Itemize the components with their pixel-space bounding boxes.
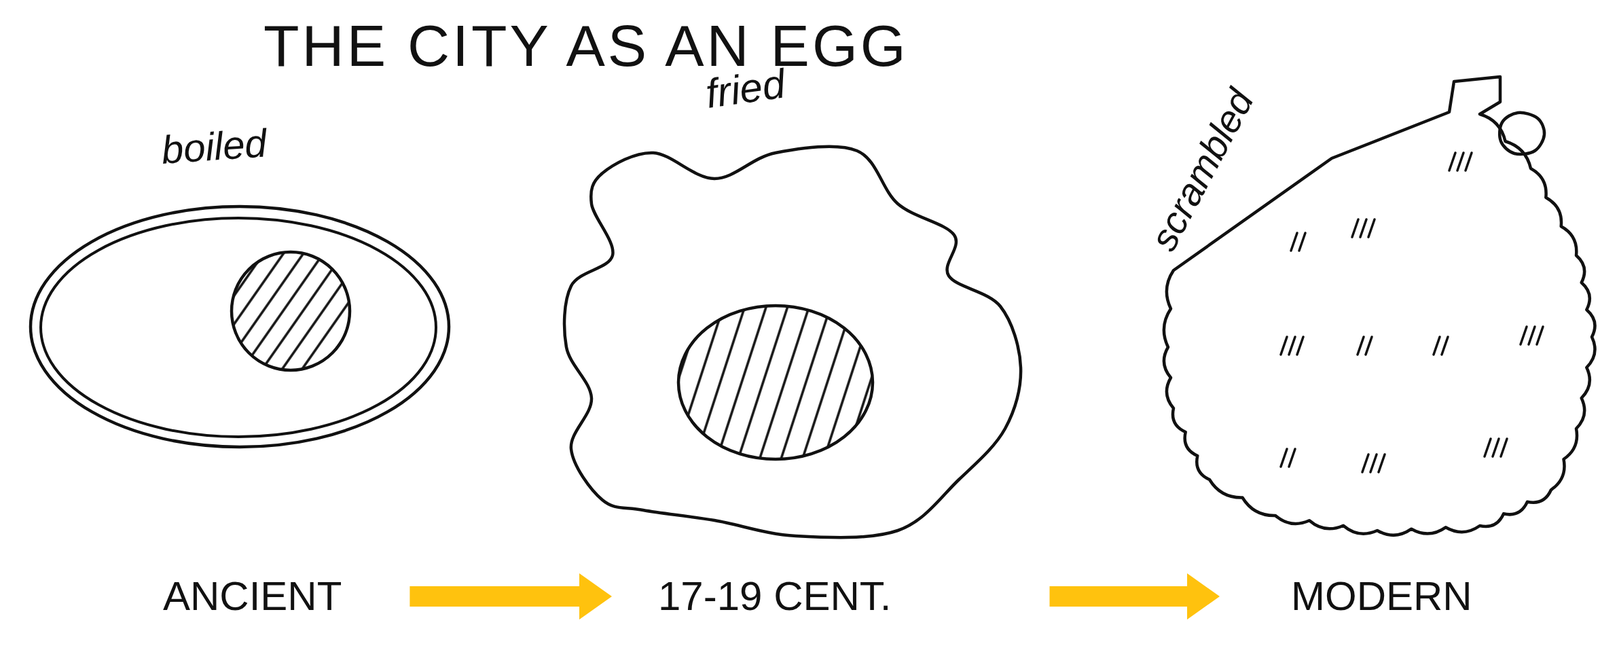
texture-stroke [1520, 326, 1527, 345]
era-label: 17-19 CENT. [658, 575, 892, 617]
texture-stroke [1280, 336, 1287, 355]
texture-stroke [1378, 454, 1385, 472]
texture-stroke [1441, 336, 1448, 355]
egg-yolk [678, 305, 873, 460]
texture-stroke [1288, 448, 1296, 467]
shape-label: scrambled [1144, 83, 1261, 257]
era-label: MODERN [1291, 575, 1473, 617]
egg-shape [553, 71, 1029, 632]
texture-stroke [1362, 454, 1369, 472]
texture-stroke [1360, 219, 1367, 238]
texture-stroke [1370, 454, 1377, 472]
texture-stroke [1299, 232, 1306, 251]
texture-stroke [1484, 438, 1491, 457]
texture-stroke [1288, 336, 1296, 355]
egg-node: boiledANCIENT [27, 122, 462, 632]
flow-arrow [409, 573, 612, 620]
texture-stroke [1528, 326, 1535, 345]
texture-stroke [1297, 336, 1304, 355]
era-label: ANCIENT [162, 575, 342, 617]
texture-stroke [1352, 219, 1359, 238]
texture-stroke [1280, 448, 1287, 467]
texture-stroke [1433, 336, 1440, 355]
texture-stroke [1536, 326, 1543, 345]
texture-stroke [1365, 336, 1372, 355]
texture-stroke [1449, 152, 1456, 171]
texture-stroke [1368, 219, 1375, 238]
egg-shape [27, 122, 462, 632]
texture-stroke [1291, 232, 1298, 251]
texture-stroke [1357, 336, 1364, 355]
shape-label: boiled [160, 122, 268, 170]
texture-stroke [1457, 152, 1464, 171]
texture-stroke [1465, 152, 1472, 171]
egg-white [564, 146, 1021, 538]
egg-shell-outer [30, 206, 449, 447]
texture-stroke [1500, 438, 1507, 457]
egg-node: fried17-19 CENT. [553, 71, 1029, 632]
shape-label: fried [703, 63, 788, 115]
scrambled-egg-fragment [1499, 112, 1545, 155]
texture-stroke [1492, 438, 1499, 457]
egg-shell-inner [40, 217, 436, 437]
flow-arrow [1049, 573, 1221, 620]
egg-yolk [231, 251, 350, 371]
diagram-title: THE CITY AS AN EGG [263, 16, 909, 75]
egg-node: scrambledMODERN [1147, 67, 1596, 632]
